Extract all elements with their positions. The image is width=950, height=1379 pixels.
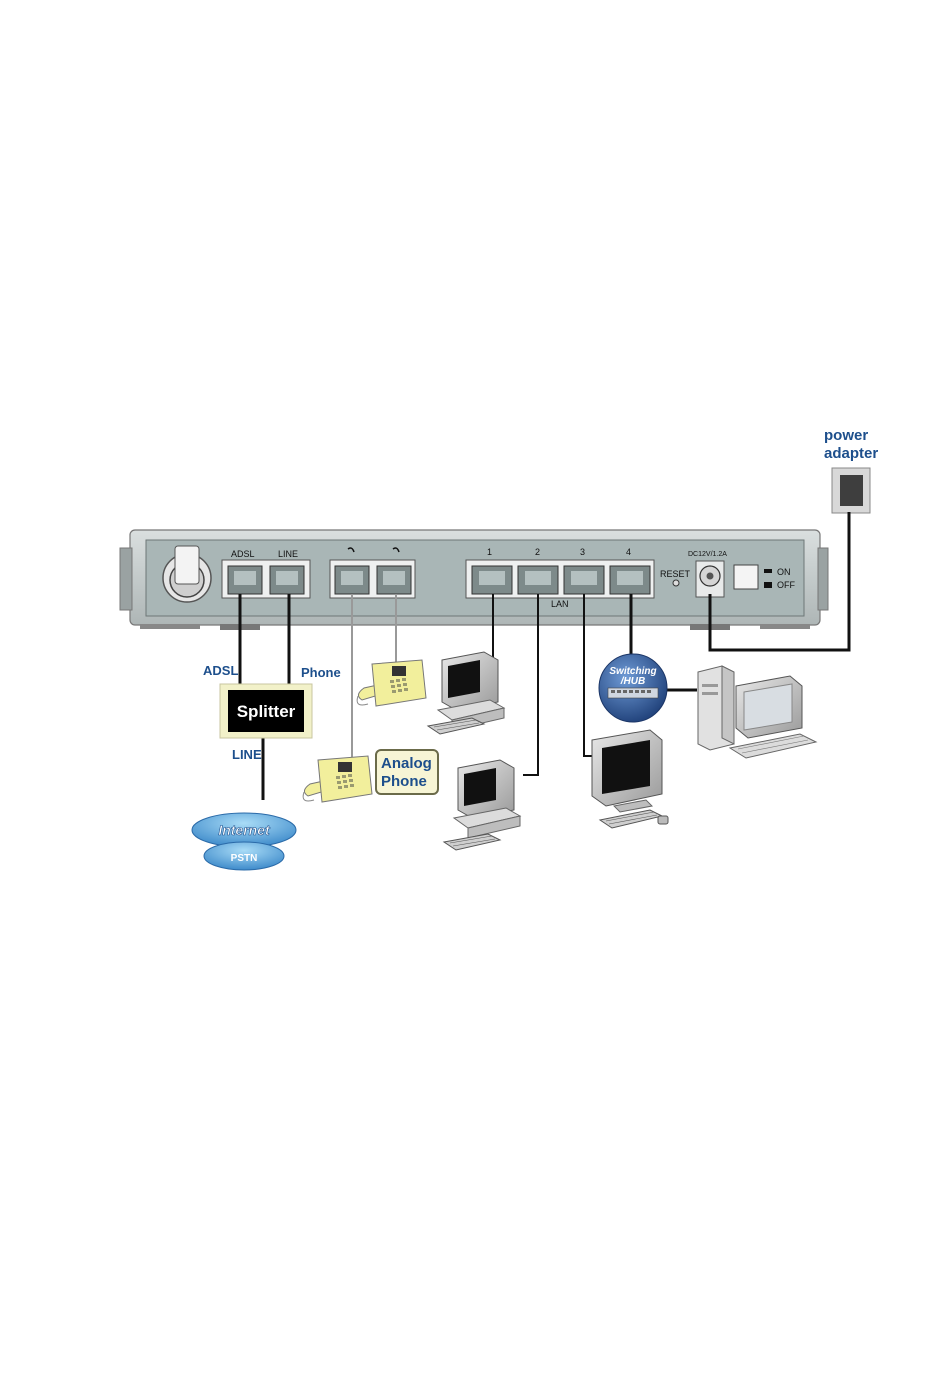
computer-icon	[698, 666, 816, 758]
lan-port-number-4: 4	[626, 547, 631, 557]
port-label-adsl: ADSL	[231, 549, 255, 559]
hub-label-2: /HUB	[620, 676, 645, 687]
internet-label: Internet	[218, 822, 271, 838]
computer-icon	[444, 760, 520, 850]
reset-label: RESET	[660, 569, 691, 579]
splitter: Splitter	[220, 684, 312, 738]
computer-icon	[428, 652, 504, 734]
splitter-label: Splitter	[237, 702, 296, 721]
analog-phone-label-2: Phone	[381, 773, 427, 790]
connection-label-adsl: ADSL	[203, 663, 238, 678]
lan-port-number-3: 3	[580, 547, 585, 557]
switch-off-label: OFF	[777, 580, 795, 590]
hub-icon: Switching /HUB	[599, 654, 667, 722]
power-adapter-label-1: power	[824, 427, 868, 444]
connection-label-line: LINE	[232, 747, 262, 762]
power-adapter-label-2: adapter	[824, 445, 878, 462]
switch-on-label: ON	[777, 567, 791, 577]
analog-phone-label-1: Analog	[381, 755, 432, 772]
phone-icon	[303, 756, 372, 802]
cloud-icon: Internet PSTN	[192, 813, 296, 870]
connection-label-phone: Phone	[301, 665, 341, 680]
power-adapter: power adapter	[824, 427, 878, 513]
lan-label: LAN	[551, 599, 569, 609]
phone-icon	[357, 660, 426, 706]
dc-label: DC12V/1.2A	[688, 551, 727, 558]
computer-icon	[592, 730, 668, 828]
analog-phone-label-box: Analog Phone	[376, 750, 438, 794]
power-adapter-icon	[832, 468, 870, 513]
port-label-line: LINE	[278, 549, 298, 559]
lan-port-number-1: 1	[487, 547, 492, 557]
pstn-label: PSTN	[231, 853, 258, 864]
lan-port-number-2: 2	[535, 547, 540, 557]
router-icon: ADSL LINE 1 2 3 4 LA	[120, 530, 828, 630]
